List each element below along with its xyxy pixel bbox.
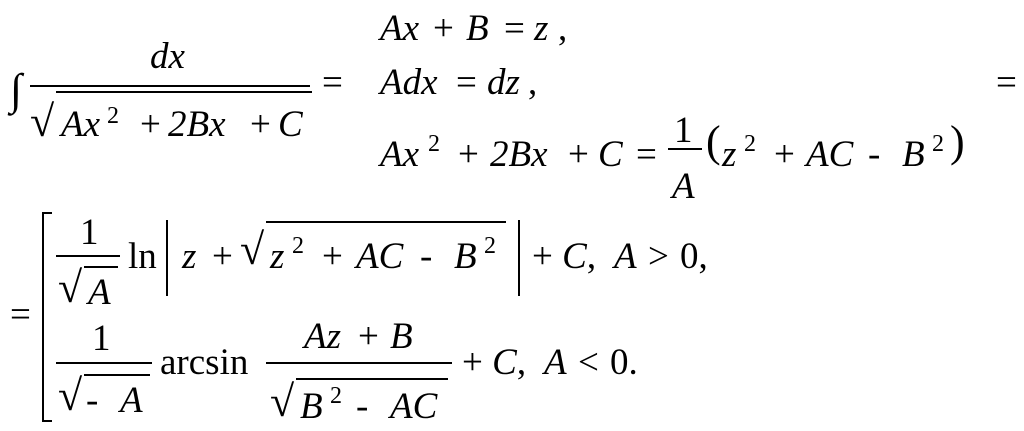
sub3-plus-3: + bbox=[774, 134, 795, 175]
case1-radicand-A: A bbox=[88, 272, 111, 313]
sub1-z: z bbox=[534, 8, 549, 49]
sub1-eq: = bbox=[504, 8, 525, 49]
case1-inner-B: B bbox=[454, 236, 477, 277]
sub3-AC: AC bbox=[806, 134, 854, 175]
case2-B: B bbox=[390, 316, 413, 357]
case1-inner-radical: √ bbox=[240, 225, 265, 274]
sub3-B: B bbox=[902, 134, 925, 175]
case1-inner-plus: + bbox=[322, 236, 343, 277]
case2-denom-radical: √ bbox=[270, 377, 295, 426]
sub3-eq: = bbox=[636, 134, 657, 175]
case1-plus: + bbox=[212, 236, 233, 277]
sub3-plus-1: + bbox=[458, 134, 479, 175]
numerator-dx: dx bbox=[150, 36, 185, 77]
radicand-Ax: Ax bbox=[61, 104, 101, 145]
case1-radical: √ bbox=[58, 263, 83, 312]
result-brace-top bbox=[42, 212, 52, 214]
case2-denom-minus: - bbox=[356, 386, 369, 427]
sub3-one: 1 bbox=[674, 110, 693, 151]
radical-sign: √ bbox=[30, 97, 55, 146]
case1-radical-overline bbox=[84, 266, 118, 268]
integral-sign: ∫ bbox=[10, 65, 23, 114]
case2-denom-AC: AC bbox=[390, 386, 438, 427]
case2-radical: √ bbox=[58, 371, 83, 420]
case2-plus-C: + C, bbox=[462, 342, 527, 383]
sub3-Ax: Ax bbox=[380, 134, 420, 175]
sub3-exp: 2 bbox=[428, 131, 440, 157]
sub2-dz: dz bbox=[487, 62, 520, 103]
case2-denom-B-exp: 2 bbox=[330, 383, 342, 409]
result-brace-bottom bbox=[42, 420, 52, 422]
case2-radical-overline bbox=[84, 374, 150, 376]
case2-A: A bbox=[544, 342, 567, 383]
case2-lt: < bbox=[578, 342, 599, 383]
result-brace-vline bbox=[42, 212, 44, 422]
radicand-plus-2: + bbox=[250, 104, 271, 145]
sub1-comma: , bbox=[558, 8, 568, 49]
case2-one: 1 bbox=[92, 318, 111, 359]
sub2-eq: = bbox=[456, 62, 477, 103]
case1-inner-minus: - bbox=[420, 236, 433, 277]
case2-radicand-A: A bbox=[120, 380, 143, 421]
equals-result: = bbox=[10, 294, 31, 335]
sub3-B-exp: 2 bbox=[932, 131, 944, 157]
case2-arcsin: arcsin bbox=[160, 342, 249, 383]
sub1-Ax: Ax bbox=[380, 8, 420, 49]
sub3-z-exp: 2 bbox=[744, 131, 756, 157]
sub3-plus-2: + bbox=[568, 134, 589, 175]
sub3-C: C bbox=[598, 134, 623, 175]
case2-arg-fraction-bar bbox=[266, 362, 452, 364]
sub3-fraction-bar bbox=[668, 148, 702, 150]
case1-z: z bbox=[182, 236, 197, 277]
case1-inner-B-exp: 2 bbox=[484, 233, 496, 259]
sub3-rparen: ) bbox=[950, 117, 965, 166]
main-fraction-bar bbox=[30, 85, 310, 87]
case2-neg: - bbox=[86, 380, 99, 421]
sub3-2Bx: 2Bx bbox=[490, 134, 548, 175]
case1-zero: 0, bbox=[680, 236, 708, 277]
sub1-plus: + bbox=[433, 8, 454, 49]
radicand-C: C bbox=[278, 104, 303, 145]
case2-zero: 0. bbox=[610, 342, 638, 383]
case2-denom-overline bbox=[296, 378, 448, 380]
case1-abs-left bbox=[166, 220, 168, 296]
case1-plus-C: + C, bbox=[532, 236, 597, 277]
radicand-2Bx: 2Bx bbox=[168, 104, 226, 145]
case2-denom-B: B bbox=[300, 386, 323, 427]
case2-Az: Az bbox=[304, 316, 341, 357]
case1-inner-z-exp: 2 bbox=[292, 233, 304, 259]
case2-fraction-bar bbox=[56, 362, 152, 364]
sub3-A: A bbox=[672, 166, 695, 207]
sub3-minus: - bbox=[868, 134, 881, 175]
case1-one: 1 bbox=[80, 212, 99, 253]
case1-gt: > bbox=[648, 236, 669, 277]
radicand-plus-1: + bbox=[140, 104, 161, 145]
case1-inner-radical-overline bbox=[266, 221, 506, 223]
sub3-z: z bbox=[722, 134, 737, 175]
equals-1: = bbox=[322, 62, 343, 103]
equals-right: = bbox=[996, 62, 1017, 103]
case1-A: A bbox=[614, 236, 637, 277]
sub3-lparen: ( bbox=[706, 117, 721, 166]
case1-fraction-bar bbox=[56, 255, 120, 257]
sub1-B: B bbox=[466, 8, 489, 49]
case2-plus: + bbox=[358, 316, 379, 357]
case1-inner-z: z bbox=[270, 236, 285, 277]
radicand-exp: 2 bbox=[107, 103, 119, 129]
sub2-Adx: Adx bbox=[380, 62, 438, 103]
sub2-comma: , bbox=[528, 62, 538, 103]
case1-ln: ln bbox=[128, 236, 157, 277]
case1-inner-AC: AC bbox=[356, 236, 404, 277]
case1-abs-right bbox=[518, 220, 520, 296]
radical-overline bbox=[56, 91, 312, 93]
